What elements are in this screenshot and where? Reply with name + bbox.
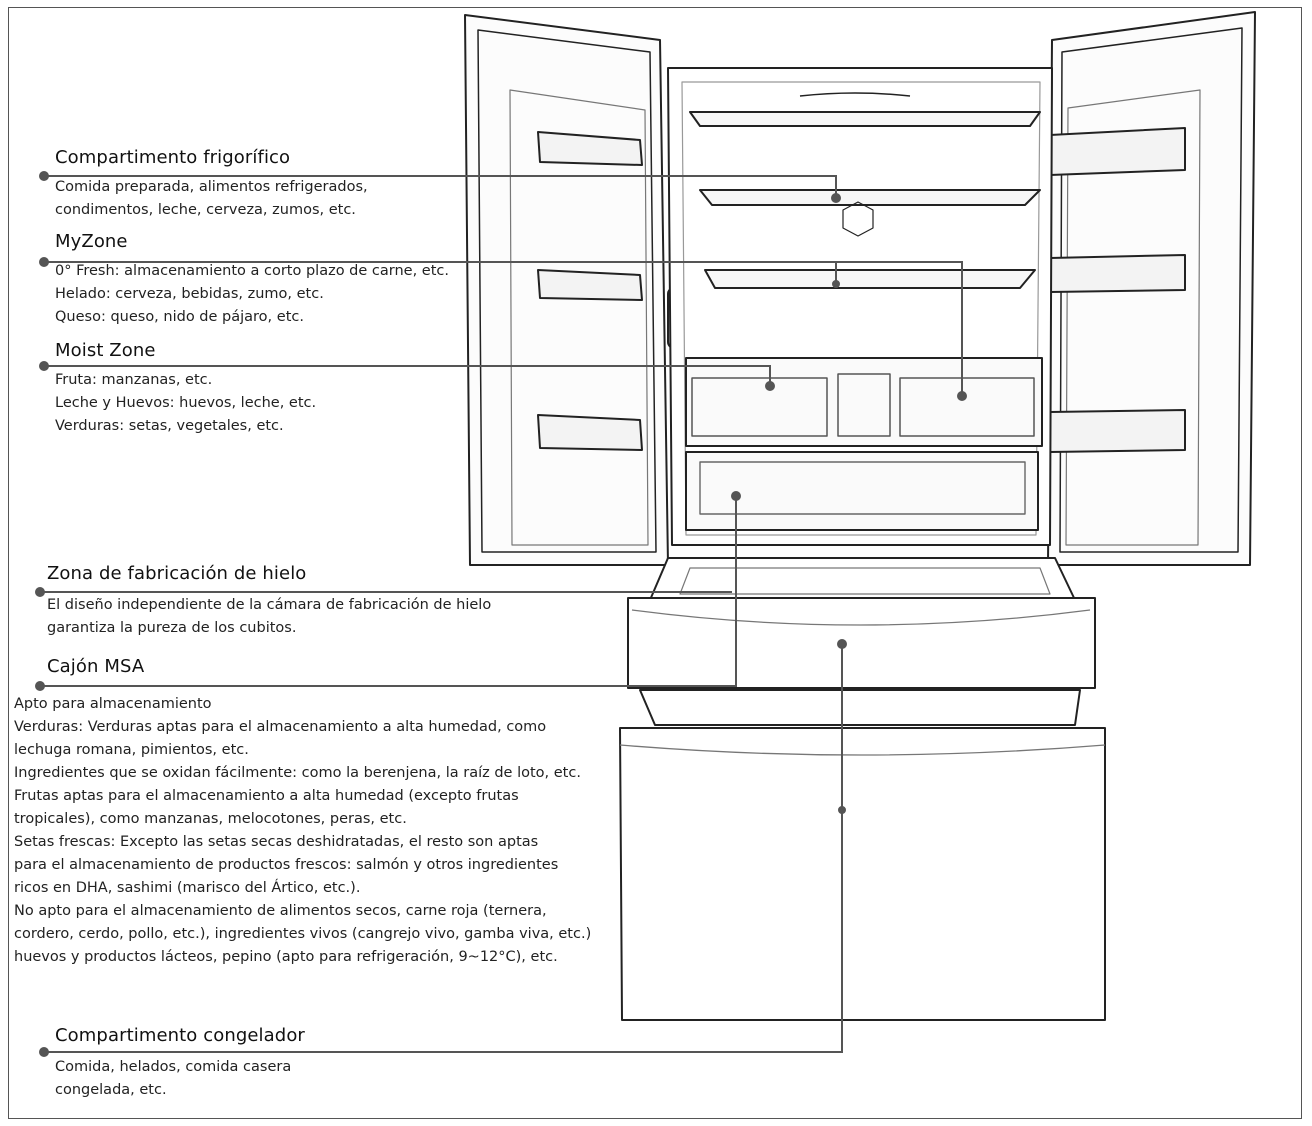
desc-line: Comida, helados, comida casera xyxy=(55,1059,292,1075)
desc-line: Leche y Huevos: huevos, leche, etc. xyxy=(55,395,317,411)
desc-line: 0° Fresh: almacenamiento a corto plazo d… xyxy=(55,263,449,279)
zone-fridge-desc: Comida preparada, alimentos refrigerados… xyxy=(55,176,368,222)
zone-moist-title: Moist Zone xyxy=(55,340,156,361)
fridge-cabinet xyxy=(667,67,1053,546)
zone-ice: Zona de fabricación de hielo El diseño i… xyxy=(47,563,491,640)
ice-drawer xyxy=(627,557,1096,726)
zone-msa-title: Cajón MSA xyxy=(47,656,145,677)
zone-freezer-desc: Comida, helados, comida casera congelada… xyxy=(55,1056,305,1102)
zone-ice-title: Zona de fabricación de hielo xyxy=(47,563,307,584)
freezer-drawer xyxy=(619,727,1106,1021)
zone-fridge-title: Compartimento frigorífico xyxy=(55,147,291,168)
zone-msa-desc: Apto para almacenamiento Verduras: Verdu… xyxy=(14,693,591,969)
desc-line: Fruta: manzanas, etc. xyxy=(55,372,213,388)
desc-line: huevos y productos lácteos, pepino (apto… xyxy=(14,949,558,965)
desc-line: condimentos, leche, cerveza, zumos, etc. xyxy=(55,202,356,218)
zone-fridge: Compartimento frigorífico Comida prepara… xyxy=(55,147,368,222)
zone-myzone: MyZone 0° Fresh: almacenamiento a corto … xyxy=(55,231,449,329)
diagram-frame xyxy=(8,7,1302,1119)
desc-line: garantiza la pureza de los cubitos. xyxy=(47,620,297,636)
desc-line: Comida preparada, alimentos refrigerados… xyxy=(55,179,368,195)
desc-line: Verduras: setas, vegetales, etc. xyxy=(55,418,284,434)
desc-line: cordero, cerdo, pollo, etc.), ingredient… xyxy=(14,926,592,942)
desc-line: Queso: queso, nido de pájaro, etc. xyxy=(55,309,304,325)
desc-line: Ingredientes que se oxidan fácilmente: c… xyxy=(14,765,581,781)
desc-line: Frutas aptas para el almacenamiento a al… xyxy=(14,788,519,804)
zone-freezer: Compartimento congelador Comida, helados… xyxy=(55,1025,305,1102)
desc-line: Verduras: Verduras aptas para el almacen… xyxy=(14,719,547,735)
desc-line: Setas frescas: Excepto las setas secas d… xyxy=(14,834,539,850)
desc-line: tropicales), como manzanas, melocotones,… xyxy=(14,811,407,827)
zone-moist-desc: Fruta: manzanas, etc. Leche y Huevos: hu… xyxy=(55,369,316,438)
desc-line: El diseño independiente de la cámara de … xyxy=(47,597,492,613)
desc-line: congelada, etc. xyxy=(55,1082,167,1098)
desc-line: No apto para el almacenamiento de alimen… xyxy=(14,903,547,919)
left-door xyxy=(464,14,731,566)
desc-line: Helado: cerveza, bebidas, zumo, etc. xyxy=(55,286,324,302)
right-door xyxy=(1047,11,1256,566)
zone-freezer-title: Compartimento congelador xyxy=(55,1025,305,1046)
zone-myzone-title: MyZone xyxy=(55,231,128,252)
zone-moist: Moist Zone Fruta: manzanas, etc. Leche y… xyxy=(55,340,316,438)
desc-line: ricos en DHA, sashimi (marisco del Ártic… xyxy=(14,880,361,896)
leader-lines xyxy=(35,171,967,1057)
desc-line: lechuga romana, pimientos, etc. xyxy=(14,742,249,758)
zone-ice-desc: El diseño independiente de la cámara de … xyxy=(47,594,491,640)
desc-line: para el almacenamiento de productos fres… xyxy=(14,857,559,873)
zone-myzone-desc: 0° Fresh: almacenamiento a corto plazo d… xyxy=(55,260,449,329)
zone-msa-title-wrap: Cajón MSA xyxy=(47,656,144,677)
desc-line: Apto para almacenamiento xyxy=(14,696,212,712)
